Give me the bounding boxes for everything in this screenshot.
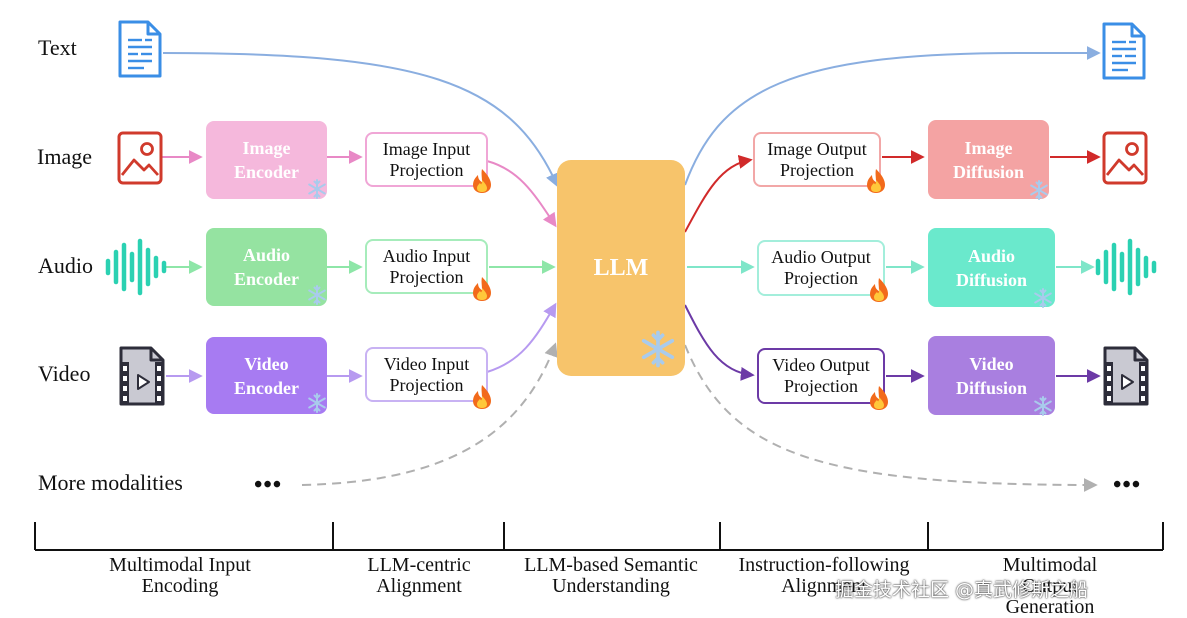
row-label-text: Text (38, 35, 77, 60)
image-diffusion: Image Diffusion (928, 120, 1049, 199)
more-modalities-to-llm-connector (301, 342, 558, 486)
more-modalities-output-ellipsis: ••• (1113, 472, 1142, 498)
snowflake-icon (1034, 288, 1052, 308)
snowflake-icon (308, 285, 326, 305)
more-modalities-input-ellipsis: ••• (254, 472, 283, 498)
image-output-projection: Image Output Projection (753, 132, 881, 187)
audio-input-projection: Audio Input Projection (365, 239, 488, 294)
waveform-icon (108, 241, 164, 293)
llm-to-more-modalities-connector (684, 344, 1098, 492)
stage-label-llm-centric-alignment: LLM-centric Alignment (367, 554, 471, 597)
stage-label-multimodal-input-encoding: Multimodal Input Encoding (109, 554, 251, 597)
video-projection-to-llm-connector (486, 302, 557, 373)
snowflake-icon (308, 393, 326, 413)
audio-diffusion: Audio Diffusion (928, 228, 1055, 307)
video-diffusion: Video Diffusion (928, 336, 1055, 415)
document-icon (118, 20, 162, 78)
flame-icon (870, 278, 888, 302)
audio-output-projection: Audio Output Projection (757, 240, 885, 296)
row-label-image: Image (37, 144, 92, 169)
stage-axis (34, 522, 1164, 551)
llm-label: LLM (593, 254, 649, 281)
llm-to-text-connector (684, 46, 1101, 186)
image-projection-to-llm-connector (486, 160, 557, 228)
snowflake-icon (641, 330, 675, 368)
row-label-video: Video (38, 361, 91, 386)
llm-to-image-output-connector (684, 154, 753, 233)
stage-label-llm-based-semantic-understanding: LLM-based Semantic Understanding (524, 554, 698, 597)
image-icon (1102, 131, 1148, 185)
watermark: 掘金技术社区 @真武修斯之船 (835, 579, 1089, 601)
llm-to-video-output-connector (684, 304, 755, 381)
flame-icon (473, 385, 491, 409)
row-label-more-modalities: More modalities (38, 470, 183, 495)
video-input-projection: Video Input Projection (365, 347, 488, 402)
flame-icon (473, 277, 491, 301)
flame-icon (867, 169, 885, 193)
snowflake-icon (308, 179, 326, 199)
flame-icon (473, 169, 491, 193)
flame-icon (870, 386, 888, 410)
row-label-audio: Audio (38, 253, 93, 278)
image-icon (117, 131, 163, 185)
video-file-icon (119, 346, 165, 406)
image-encoder: Image Encoder (206, 121, 327, 199)
waveform-icon (1098, 241, 1154, 293)
video-encoder: Video Encoder (206, 337, 327, 414)
llm-block: LLM (557, 160, 685, 376)
image-input-projection: Image Input Projection (365, 132, 488, 187)
text-to-llm-connector (162, 52, 559, 188)
document-icon (1102, 22, 1146, 80)
snowflake-icon (1034, 396, 1052, 416)
stage-label-multimodal-output-generation: Multimodal Output Generation (1002, 554, 1098, 618)
snowflake-icon (1030, 180, 1048, 200)
audio-encoder: Audio Encoder (206, 228, 327, 306)
stage-label-instruction-following-alignment: Instruction-following Alignment (738, 554, 910, 597)
video-file-icon (1103, 346, 1149, 406)
video-output-projection: Video Output Projection (757, 348, 885, 404)
